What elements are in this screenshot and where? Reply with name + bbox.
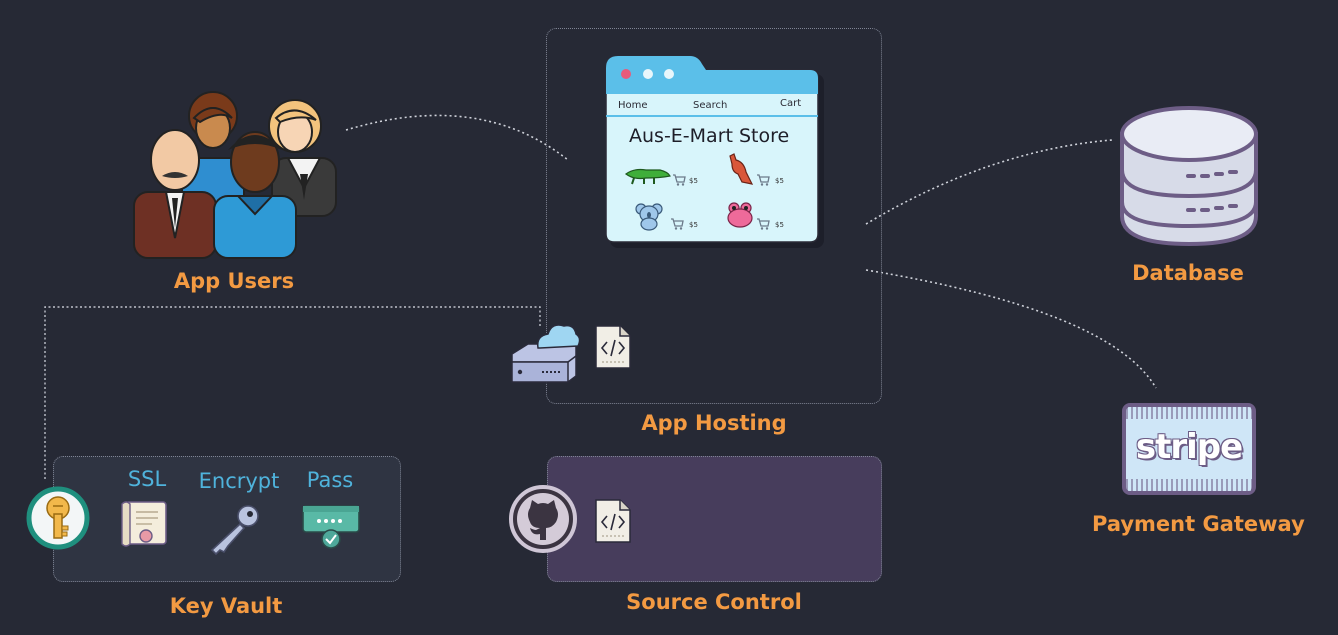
kv-ssl-label: SSL — [127, 467, 167, 491]
stripe-logo-band-bottom — [1126, 479, 1252, 491]
payment-gateway-label: Payment Gateway — [1092, 512, 1305, 536]
connector-users-hosting — [345, 114, 569, 161]
github-icon — [509, 485, 577, 553]
cart-icon-4[interactable] — [756, 218, 770, 230]
store-browser-window[interactable]: Home Search Cart Aus-E-Mart Store $5 $5 … — [604, 54, 826, 250]
stripe-logo: stripe — [1122, 403, 1256, 495]
user-dark-hair — [213, 131, 297, 259]
store-title: Aus-E-Mart Store — [629, 125, 790, 147]
cart-icon-1[interactable] — [672, 174, 686, 186]
key-icon — [210, 505, 259, 556]
code-file-icon — [595, 325, 631, 369]
app-hosting-label: App Hosting — [641, 411, 787, 435]
frog-icon[interactable] — [726, 202, 754, 228]
database-label: Database — [1132, 261, 1244, 285]
key-vault-label: Key Vault — [169, 594, 283, 618]
kv-encrypt-label: Encrypt — [198, 469, 280, 493]
nav-home[interactable]: Home — [618, 100, 648, 111]
stripe-logo-band — [1126, 407, 1252, 419]
connector-hosting-payment — [865, 269, 1157, 389]
stripe-logo-text: stripe — [1135, 427, 1243, 467]
cart-icon-3[interactable] — [670, 218, 684, 230]
nav-search[interactable]: Search — [693, 100, 728, 111]
browser-frame — [605, 55, 824, 248]
key-vault-key-icon — [26, 486, 90, 550]
certificate-icon — [121, 501, 167, 547]
product-price-2: $5 — [775, 177, 784, 185]
product-price-1: $5 — [689, 177, 698, 185]
connector-hosting-database — [865, 139, 1113, 225]
window-close-dot — [621, 69, 631, 79]
product-price-4: $5 — [775, 221, 784, 229]
app-users-icon — [133, 91, 337, 259]
kangaroo-icon[interactable] — [724, 152, 754, 186]
database-icon — [1120, 106, 1258, 247]
source-code-file-icon — [595, 499, 631, 543]
product-price-3: $5 — [689, 221, 698, 229]
nav-cart[interactable]: Cart — [780, 98, 802, 109]
connector-hosting-keyvault — [44, 306, 541, 480]
crocodile-icon[interactable] — [624, 162, 672, 186]
cloud-server-icon — [511, 324, 581, 383]
user-bald — [133, 129, 217, 259]
kv-pass-label: Pass — [306, 468, 354, 492]
source-control-label: Source Control — [626, 590, 802, 614]
window-min-dot — [643, 69, 653, 79]
user-blonde — [268, 99, 337, 217]
window-max-dot — [664, 69, 674, 79]
app-users-label: App Users — [173, 269, 295, 293]
koala-icon[interactable] — [635, 202, 663, 231]
password-icon — [302, 505, 360, 549]
app-hosting-box — [546, 28, 882, 404]
cart-icon-2[interactable] — [756, 174, 770, 186]
